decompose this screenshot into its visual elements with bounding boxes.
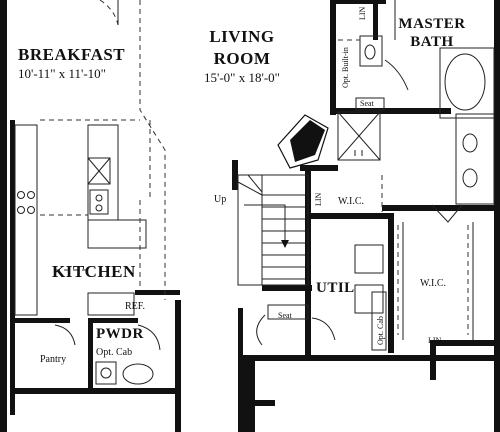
pantry-left-wall bbox=[10, 320, 15, 415]
left-counter bbox=[14, 124, 38, 316]
toilet bbox=[364, 44, 376, 60]
lin-bottom-wall bbox=[430, 340, 500, 346]
island-upper bbox=[87, 124, 119, 221]
right-exterior-wall bbox=[494, 0, 500, 432]
pwdr-top-wall bbox=[88, 318, 138, 323]
pantry-label: Pantry bbox=[40, 354, 66, 365]
pwdr-fixtures bbox=[54, 324, 161, 385]
pantry-door-swing bbox=[54, 324, 76, 346]
bath-door-swing bbox=[384, 59, 409, 91]
washer bbox=[354, 244, 384, 274]
stair-arrow-icon bbox=[281, 240, 289, 248]
pwdr-door-swing bbox=[137, 324, 161, 351]
kitchen-bottom-wall bbox=[10, 388, 180, 394]
wic-bottom-wall bbox=[308, 213, 393, 219]
vanity bbox=[455, 113, 495, 205]
stair-wall-top bbox=[232, 160, 238, 190]
breakfast-label: BREAKFAST bbox=[18, 45, 125, 64]
stair-top-wall bbox=[300, 165, 338, 171]
bath-seat-label: Seat bbox=[360, 99, 375, 108]
tub bbox=[444, 53, 486, 111]
living-opening bbox=[139, 0, 166, 300]
living-label-2: ROOM bbox=[214, 49, 271, 68]
pwdr-opt-cab-label: Opt. Cab bbox=[96, 347, 132, 358]
labels: BREAKFAST 10'-11" x 11'-10" LIVING ROOM … bbox=[18, 6, 465, 365]
stair-direction-line bbox=[244, 204, 286, 245]
sink-1 bbox=[462, 133, 478, 153]
pwdr-cabinet bbox=[95, 361, 117, 385]
sink-2 bbox=[462, 168, 478, 188]
wic-door-swing bbox=[431, 204, 463, 223]
bath-top-wall bbox=[336, 0, 386, 4]
master-bath-label-2: BATH bbox=[410, 34, 453, 50]
stair-treads bbox=[237, 174, 305, 285]
lin-stair-label: LIN bbox=[314, 192, 323, 206]
kitchen-counters bbox=[14, 119, 147, 316]
cooktop bbox=[87, 157, 111, 185]
util-seat-label: Seat bbox=[278, 311, 293, 320]
master-bath-label-1: MASTER bbox=[398, 16, 465, 32]
bath-left-wall bbox=[330, 0, 336, 115]
fireplace bbox=[277, 114, 329, 169]
breakfast-door-swing bbox=[99, 0, 119, 26]
pwdr-sink bbox=[122, 363, 154, 385]
living-label-1: LIVING bbox=[209, 27, 274, 46]
openings bbox=[99, 0, 166, 300]
stair-landing-wall bbox=[262, 285, 312, 291]
lin-top-wall bbox=[373, 0, 378, 40]
pwdr-right-wall bbox=[175, 300, 181, 432]
sink bbox=[89, 189, 109, 215]
pwdr-left-wall bbox=[88, 318, 93, 390]
breakfast-dims: 10'-11" x 11'-10" bbox=[18, 66, 106, 81]
kitchen-label: KITCHEN bbox=[52, 262, 136, 281]
stair-up-label: Up bbox=[214, 194, 226, 205]
stairs bbox=[237, 174, 309, 286]
wic-large-label: W.I.C. bbox=[420, 278, 446, 289]
util-label: UTIL bbox=[316, 280, 355, 296]
toilet-closet bbox=[359, 35, 383, 67]
closet-details bbox=[256, 222, 474, 351]
util-seat bbox=[267, 304, 309, 320]
lin-bottom-label: LIN bbox=[428, 336, 442, 345]
island-lower bbox=[87, 219, 147, 249]
pwdr-label: PWDR bbox=[96, 326, 144, 342]
dryer bbox=[354, 284, 384, 314]
lin-side-wall bbox=[430, 340, 436, 380]
util-opt-cab-label: Opt. Cab bbox=[376, 316, 385, 345]
kitchen-left-wall bbox=[10, 120, 15, 320]
pantry-top-wall bbox=[10, 318, 70, 323]
util-opt-cab bbox=[371, 291, 387, 351]
bath-fixtures bbox=[338, 0, 495, 223]
bath-bottom-wall bbox=[336, 108, 451, 114]
util-door-swing bbox=[311, 317, 336, 341]
living-dims: 15'-0" x 18'-0" bbox=[204, 70, 280, 85]
util-right-wall bbox=[388, 213, 394, 353]
refrigerator bbox=[87, 292, 135, 316]
range-burners bbox=[17, 191, 35, 214]
wic-top-wall bbox=[382, 205, 500, 211]
bottom-left-wall bbox=[243, 355, 255, 432]
bottom-wall bbox=[238, 355, 500, 361]
ref-right-wall bbox=[135, 290, 180, 295]
opt-built-in-label: Opt. Built-in bbox=[341, 47, 350, 88]
ref-label: REF. bbox=[125, 301, 145, 312]
stair-wall-bottom bbox=[238, 308, 243, 432]
tub-surround bbox=[439, 47, 495, 119]
wic-small-label: W.I.C. bbox=[338, 196, 364, 207]
lin-top-label: LIN bbox=[358, 6, 367, 20]
shower bbox=[337, 97, 385, 161]
left-exterior-wall bbox=[0, 0, 7, 432]
bath-seat bbox=[355, 97, 385, 111]
